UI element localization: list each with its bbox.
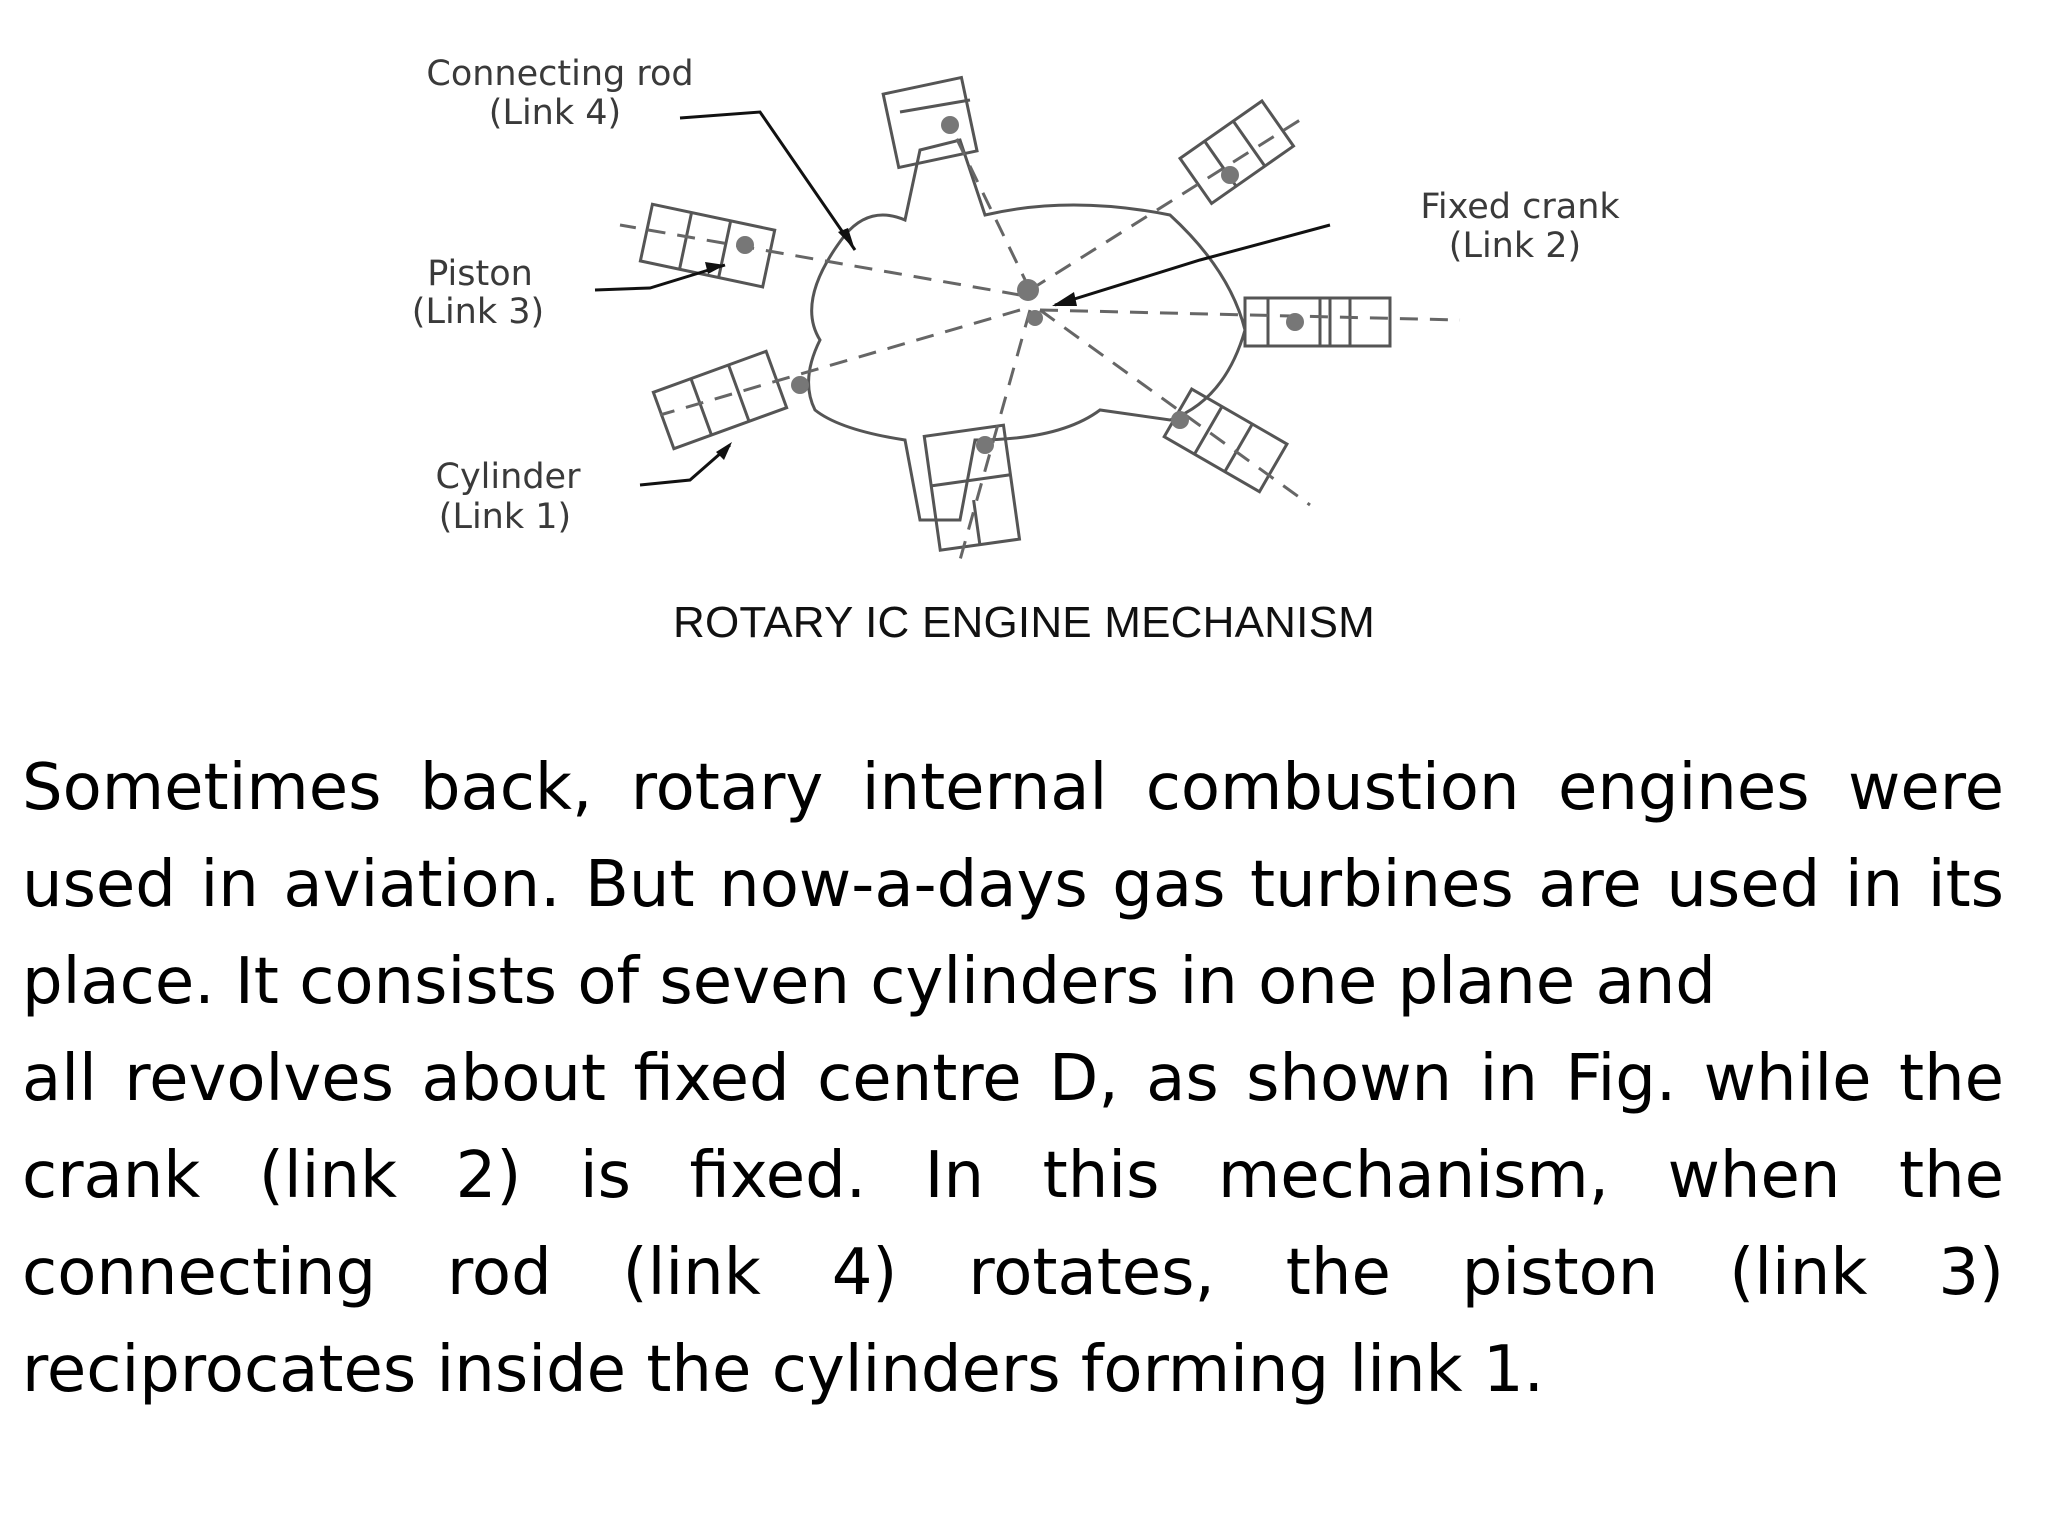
rod-lower-left <box>659 308 1021 417</box>
paragraph-line: used in aviation. But now-a-days gas tur… <box>22 848 2004 922</box>
pin-lower-right <box>1171 411 1189 429</box>
diagram-caption: ROTARY IC ENGINE MECHANISM <box>673 598 1375 647</box>
cylinder-top-divider <box>899 98 971 114</box>
cylinder-bottom <box>922 423 1022 552</box>
arrowhead-connecting-rod <box>838 228 855 250</box>
cylinder-lower-left <box>651 349 789 451</box>
label-fixed-crank: Fixed crank <box>1420 187 1620 227</box>
pin-right <box>1286 313 1304 331</box>
paragraph-line: crank (link 2) is fixed. In this mechani… <box>22 1139 2004 1213</box>
label-fixed-crank-link: (Link 2) <box>1449 226 1581 266</box>
description-paragraph: Sometimes back, rotary internal combusti… <box>22 740 2004 1419</box>
crankcase-outline <box>807 138 1247 522</box>
paragraph-line: all revolves about fixed centre D, as sh… <box>22 1042 2004 1116</box>
paragraph-line: reciprocates inside the cylinders formin… <box>22 1333 1544 1407</box>
paragraph-line: connecting rod (link 4) rotates, the pis… <box>22 1236 2004 1310</box>
rod-lower-right <box>1039 308 1311 507</box>
label-cylinder-link: (Link 1) <box>439 497 571 537</box>
paragraph-line: place. It consists of seven cylinders in… <box>22 945 1716 1019</box>
label-piston-link: (Link 3) <box>412 292 544 332</box>
rod-right <box>1039 308 1461 322</box>
arrowhead-piston <box>705 262 725 274</box>
leader-piston <box>594 263 726 292</box>
cylinder-upper-right <box>1177 98 1296 206</box>
arrowheads <box>705 228 1077 460</box>
crank-pin <box>1027 310 1043 326</box>
rod-bottom <box>958 309 1032 561</box>
leader-connecting-rod <box>679 110 857 251</box>
label-connecting-rod-link: (Link 4) <box>489 93 621 133</box>
label-piston: Piston <box>427 254 533 294</box>
rotary-engine-diagram: Connecting rod (Link 4) Piston (Link 3) … <box>0 0 2048 600</box>
rod-top <box>948 124 1032 291</box>
label-cylinder: Cylinder <box>436 457 582 497</box>
diagram-svg: Connecting rod (Link 4) Piston (Link 3) … <box>412 54 1620 561</box>
cylinder-right <box>1243 296 1392 348</box>
arrowhead-cylinder <box>716 442 732 460</box>
rod-upper-right <box>1029 118 1301 292</box>
pin-top <box>941 116 959 134</box>
pin-upper-right <box>1221 166 1239 184</box>
leader-cylinder <box>639 443 731 487</box>
cylinder-top <box>881 75 979 170</box>
pin-bottom <box>976 436 994 454</box>
label-connecting-rod: Connecting rod <box>426 54 693 94</box>
piston-pins <box>736 116 1304 454</box>
pin-lower-left <box>791 376 809 394</box>
rod-upper-left <box>619 223 1021 297</box>
pin-upper-left <box>736 236 754 254</box>
leader-fixed-crank <box>1054 223 1331 307</box>
centre-d <box>1017 279 1039 301</box>
paragraph-line: Sometimes back, rotary internal combusti… <box>22 751 2004 825</box>
arrowhead-fixed-crank <box>1052 292 1077 306</box>
leader-lines <box>594 110 1331 487</box>
engine-drawing <box>638 75 1392 552</box>
cylinder-upper-left <box>638 202 777 289</box>
connecting-rods <box>619 118 1461 561</box>
